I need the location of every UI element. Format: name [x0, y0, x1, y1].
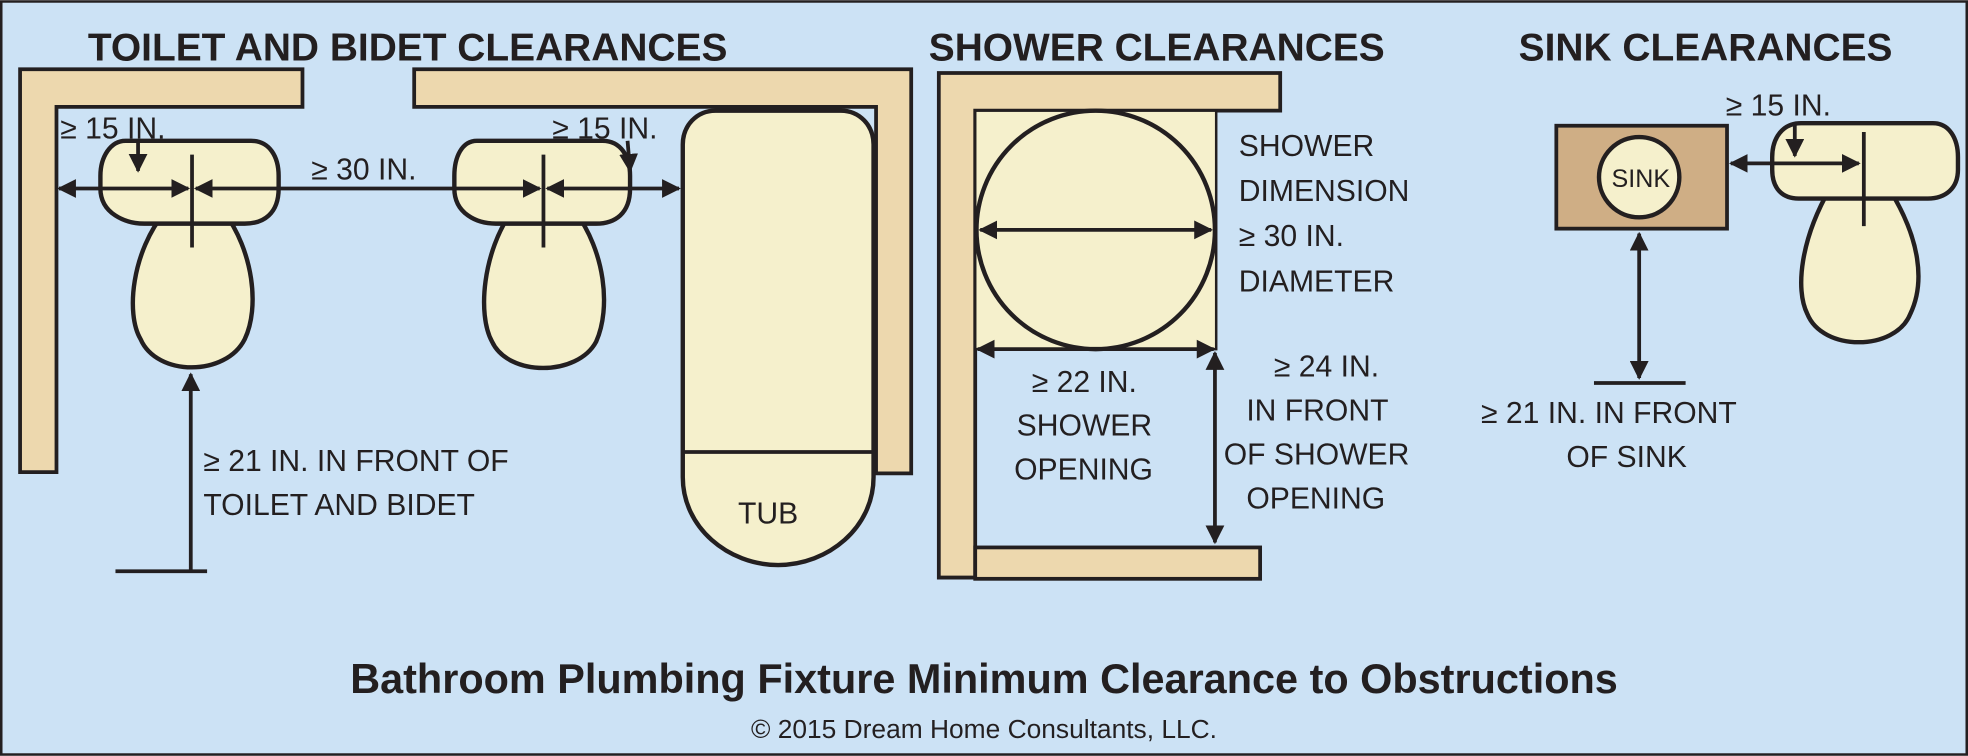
footer-copyright: © 2015 Dream Home Consultants, LLC. — [751, 714, 1217, 744]
shower-open-1: ≥ 22 IN. — [1032, 366, 1137, 399]
bathtub: TUB — [680, 108, 876, 568]
shower-front-4: OPENING — [1246, 483, 1385, 516]
heading-shower: SHOWER CLEARANCES — [929, 26, 1385, 69]
heading-toilet: TOILET AND BIDET CLEARANCES — [88, 26, 728, 69]
sink-side-label: ≥ 15 IN. — [1726, 90, 1831, 123]
toilet-side-left-label: ≥ 15 IN. — [60, 112, 165, 145]
shower-dim-4: DIAMETER — [1239, 265, 1395, 298]
tub-label: TUB — [738, 498, 798, 531]
shower-wall-bottom — [973, 545, 1263, 581]
footer-title: Bathroom Plumbing Fixture Minimum Cleara… — [350, 656, 1618, 702]
shower-dim-1: SHOWER — [1239, 130, 1375, 163]
shower-front-1: ≥ 24 IN. — [1274, 351, 1379, 384]
sink-front-1: ≥ 21 IN. IN FRONT — [1481, 397, 1737, 430]
heading-sink: SINK CLEARANCES — [1519, 26, 1893, 69]
toilet-side-right-label: ≥ 15 IN. — [552, 112, 657, 145]
bidet — [452, 138, 633, 370]
toilet-front-label-1: ≥ 21 IN. IN FRONT OF — [203, 445, 508, 478]
sink-label: SINK — [1612, 165, 1671, 193]
toilet-between-label: ≥ 30 IN. — [311, 154, 416, 187]
shower-open-3: OPENING — [1014, 454, 1153, 487]
toilet-front-label-2: TOILET AND BIDET — [203, 489, 475, 522]
sink-toilet — [1770, 121, 1961, 345]
shower-open-2: SHOWER — [1017, 410, 1152, 443]
shower-dim-2: DIMENSION — [1239, 175, 1410, 208]
shower-front-3: OF SHOWER — [1224, 439, 1410, 472]
sink-basin — [1596, 134, 1682, 220]
shower-dim-3: ≥ 30 IN. — [1239, 220, 1344, 253]
wall-left — [18, 67, 305, 475]
sink-front-2: OF SINK — [1566, 441, 1686, 474]
shower-front-2: IN FRONT — [1246, 395, 1388, 428]
wall-right — [412, 67, 914, 476]
